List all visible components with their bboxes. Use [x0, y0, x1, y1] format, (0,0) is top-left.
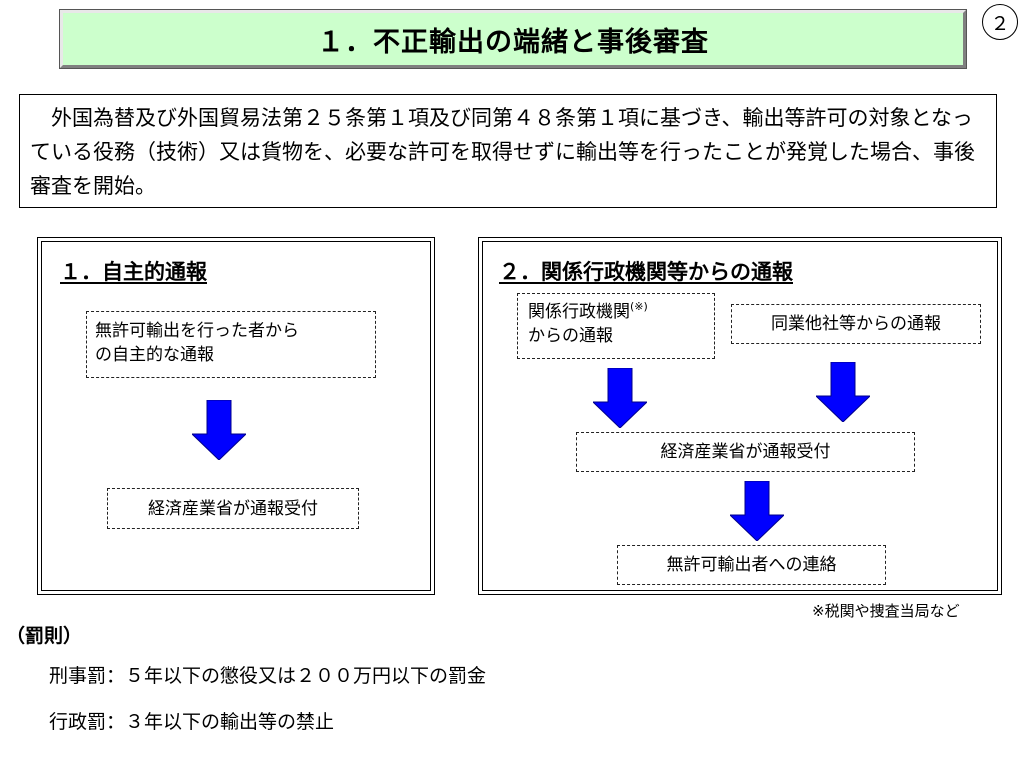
agency-report-source-line1: 関係行政機関(※) [528, 300, 648, 322]
title-banner: １．不正輸出の端緒と事後審査 [59, 9, 967, 69]
peer-company-report-label: 同業他社等からの通報 [771, 314, 941, 334]
down-arrow-icon [593, 368, 647, 428]
meti-receives-report-label-2: 経済産業省が通報受付 [660, 442, 831, 462]
intro-text: 外国為替及び外国貿易法第２５条第１項及び同第４８条第１項に基づき、輸出等許可の対… [30, 106, 975, 198]
voluntary-report-source-line1: 無許可輸出を行った者から [95, 321, 299, 341]
page-number-badge: ２ [982, 4, 1018, 40]
section1-heading: １．自主的通報 [60, 260, 207, 284]
page-title: １．不正輸出の端緒と事後審査 [317, 26, 709, 58]
section-voluntary-report-panel [37, 237, 435, 595]
down-arrow-icon [192, 400, 246, 460]
peer-company-report-box: 同業他社等からの通報 [731, 304, 981, 344]
down-arrow-icon [730, 481, 784, 541]
criminal-penalty: 刑事罰：５年以下の懲役又は２００万円以下の罰金 [49, 665, 487, 687]
page-number: ２ [990, 12, 1010, 35]
down-arrow-icon [816, 362, 870, 422]
section-agency-report-panel [478, 237, 1002, 595]
footnote-mark: (※) [630, 300, 648, 313]
meti-receives-report-box-2: 経済産業省が通報受付 [576, 432, 915, 472]
footnote: ※税関や捜査当局など [812, 602, 960, 620]
meti-receives-report-label-1: 経済産業省が通報受付 [148, 498, 318, 519]
agency-report-source-line2: からの通報 [528, 326, 613, 346]
agency-report-source-box: 関係行政機関(※) からの通報 [517, 293, 715, 359]
section2-heading: ２．関係行政機関等からの通報 [499, 260, 793, 284]
voluntary-report-source-line2: の自主的な通報 [95, 345, 214, 365]
administrative-penalty: 行政罰：３年以下の輸出等の禁止 [49, 711, 335, 733]
intro-box: 外国為替及び外国貿易法第２５条第１項及び同第４８条第１項に基づき、輸出等許可の対… [19, 94, 997, 208]
contact-exporter-box: 無許可輸出者への連絡 [617, 545, 886, 585]
contact-exporter-label: 無許可輸出者への連絡 [666, 555, 837, 575]
meti-receives-report-box-1: 経済産業省が通報受付 [107, 488, 359, 529]
voluntary-report-source-box: 無許可輸出を行った者から の自主的な通報 [86, 311, 376, 378]
penalties-heading: （罰則） [6, 625, 83, 647]
